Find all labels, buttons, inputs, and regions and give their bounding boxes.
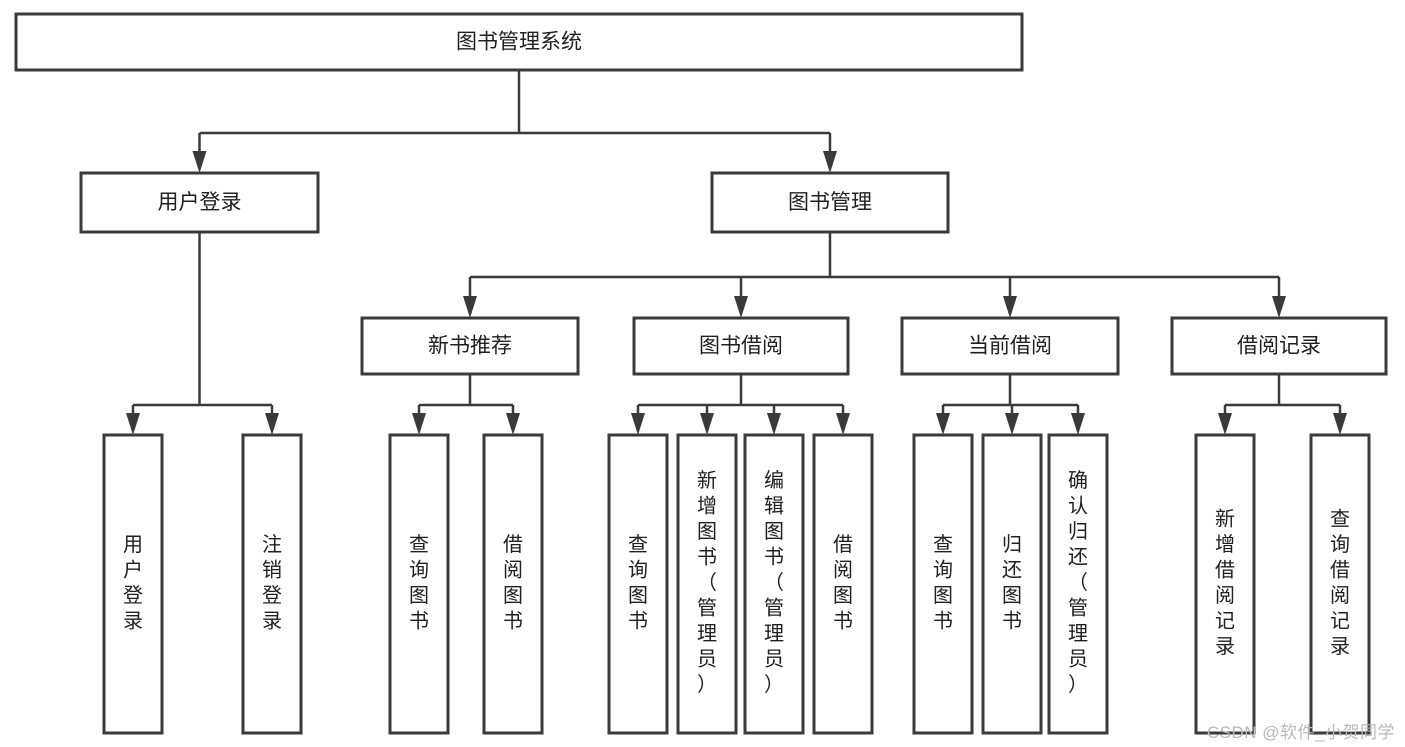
node-box-leaf-borrow-book-rec[interactable]	[482, 433, 544, 735]
node-box-leaf-add-borrow-record[interactable]	[1194, 433, 1256, 735]
node-label-root: 图书管理系统	[456, 31, 582, 54]
edge-group-borrow-record	[1218, 374, 1347, 435]
edge-group-root	[192, 70, 837, 173]
node-leaf-add-borrow-record[interactable]: 新增借阅记录	[1194, 433, 1256, 735]
node-leaf-return-book[interactable]: 归还图书	[981, 433, 1043, 735]
node-label-leaf-query-borrow-record: 查询借阅记录	[1330, 508, 1350, 659]
node-label-leaf-return-book: 归还图书	[1002, 533, 1022, 633]
node-leaf-query-book-current[interactable]: 查询图书	[912, 433, 974, 735]
node-label-leaf-query-book-rec: 查询图书	[409, 533, 429, 633]
node-box-leaf-add-book-admin[interactable]	[676, 433, 738, 735]
node-box-leaf-edit-book-admin[interactable]	[743, 433, 805, 735]
node-box-leaf-query-borrow-record[interactable]	[1309, 433, 1371, 735]
node-book-management[interactable]: 图书管理	[710, 171, 950, 234]
node-borrow-record[interactable]: 借阅记录	[1170, 316, 1388, 376]
node-box-root[interactable]	[14, 12, 1024, 72]
node-label-leaf-logout: 注销登录	[262, 533, 282, 633]
node-label-leaf-add-book-admin: 新增图书（管理员）	[697, 469, 717, 696]
node-box-leaf-query-book-borrow[interactable]	[607, 433, 669, 735]
node-leaf-logout[interactable]: 注销登录	[241, 433, 303, 735]
node-box-leaf-user-login[interactable]	[102, 433, 164, 735]
node-user-login[interactable]: 用户登录	[79, 171, 320, 234]
node-leaf-borrow-book-rec[interactable]: 借阅图书	[482, 433, 544, 735]
node-root[interactable]: 图书管理系统	[14, 12, 1024, 72]
node-label-borrow-record: 借阅记录	[1237, 335, 1321, 358]
node-label-leaf-edit-book-admin: 编辑图书（管理员）	[764, 469, 784, 696]
node-label-book-borrow: 图书借阅	[699, 335, 783, 358]
node-label-book-management: 图书管理	[788, 191, 872, 214]
node-box-leaf-query-book-rec[interactable]	[388, 433, 450, 735]
node-label-user-login: 用户登录	[158, 191, 242, 214]
node-box-new-book-recommend[interactable]	[360, 316, 580, 376]
node-layer: 图书管理系统用户登录图书管理新书推荐图书借阅当前借阅借阅记录用户登录注销登录查询…	[14, 12, 1388, 735]
node-box-leaf-return-book[interactable]	[981, 433, 1043, 735]
node-leaf-borrow-book[interactable]: 借阅图书	[812, 433, 874, 735]
node-label-leaf-confirm-return-admin: 确认归还（管理员）	[1068, 469, 1088, 696]
edge-group-user-login	[126, 232, 279, 435]
node-box-current-borrow[interactable]	[900, 316, 1120, 376]
node-leaf-query-borrow-record[interactable]: 查询借阅记录	[1309, 433, 1371, 735]
node-leaf-confirm-return-admin[interactable]: 确认归还（管理员）	[1047, 433, 1109, 735]
node-new-book-recommend[interactable]: 新书推荐	[360, 316, 580, 376]
node-box-leaf-logout[interactable]	[241, 433, 303, 735]
node-box-borrow-record[interactable]	[1170, 316, 1388, 376]
node-label-new-book-recommend: 新书推荐	[428, 335, 512, 358]
edge-group-book-borrow	[631, 374, 850, 435]
node-box-leaf-borrow-book[interactable]	[812, 433, 874, 735]
node-leaf-query-book-rec[interactable]: 查询图书	[388, 433, 450, 735]
node-label-leaf-query-book-current: 查询图书	[933, 533, 953, 633]
edge-group-book-management	[463, 232, 1286, 318]
node-box-book-borrow[interactable]	[632, 316, 850, 376]
edge-group-current-borrow	[936, 374, 1085, 435]
node-box-leaf-query-book-current[interactable]	[912, 433, 974, 735]
node-label-leaf-user-login: 用户登录	[123, 534, 143, 633]
node-label-leaf-borrow-book-rec: 借阅图书	[503, 533, 523, 633]
node-leaf-edit-book-admin[interactable]: 编辑图书（管理员）	[743, 433, 805, 735]
node-box-leaf-confirm-return-admin[interactable]	[1047, 433, 1109, 735]
node-box-book-management[interactable]	[710, 171, 950, 234]
node-label-leaf-add-borrow-record: 新增借阅记录	[1215, 508, 1235, 659]
edge-group-new-book-recommend	[412, 374, 520, 435]
edge-layer	[126, 70, 1347, 435]
node-current-borrow[interactable]: 当前借阅	[900, 316, 1120, 376]
node-leaf-add-book-admin[interactable]: 新增图书（管理员）	[676, 433, 738, 735]
node-label-leaf-borrow-book: 借阅图书	[833, 533, 853, 633]
node-box-user-login[interactable]	[79, 171, 320, 234]
node-label-current-borrow: 当前借阅	[968, 335, 1052, 358]
watermark-text: CSDN @软件_小贺同学	[1206, 723, 1395, 742]
node-leaf-user-login[interactable]: 用户登录	[102, 433, 164, 735]
node-label-leaf-query-book-borrow: 查询图书	[628, 533, 648, 633]
node-leaf-query-book-borrow[interactable]: 查询图书	[607, 433, 669, 735]
node-book-borrow[interactable]: 图书借阅	[632, 316, 850, 376]
